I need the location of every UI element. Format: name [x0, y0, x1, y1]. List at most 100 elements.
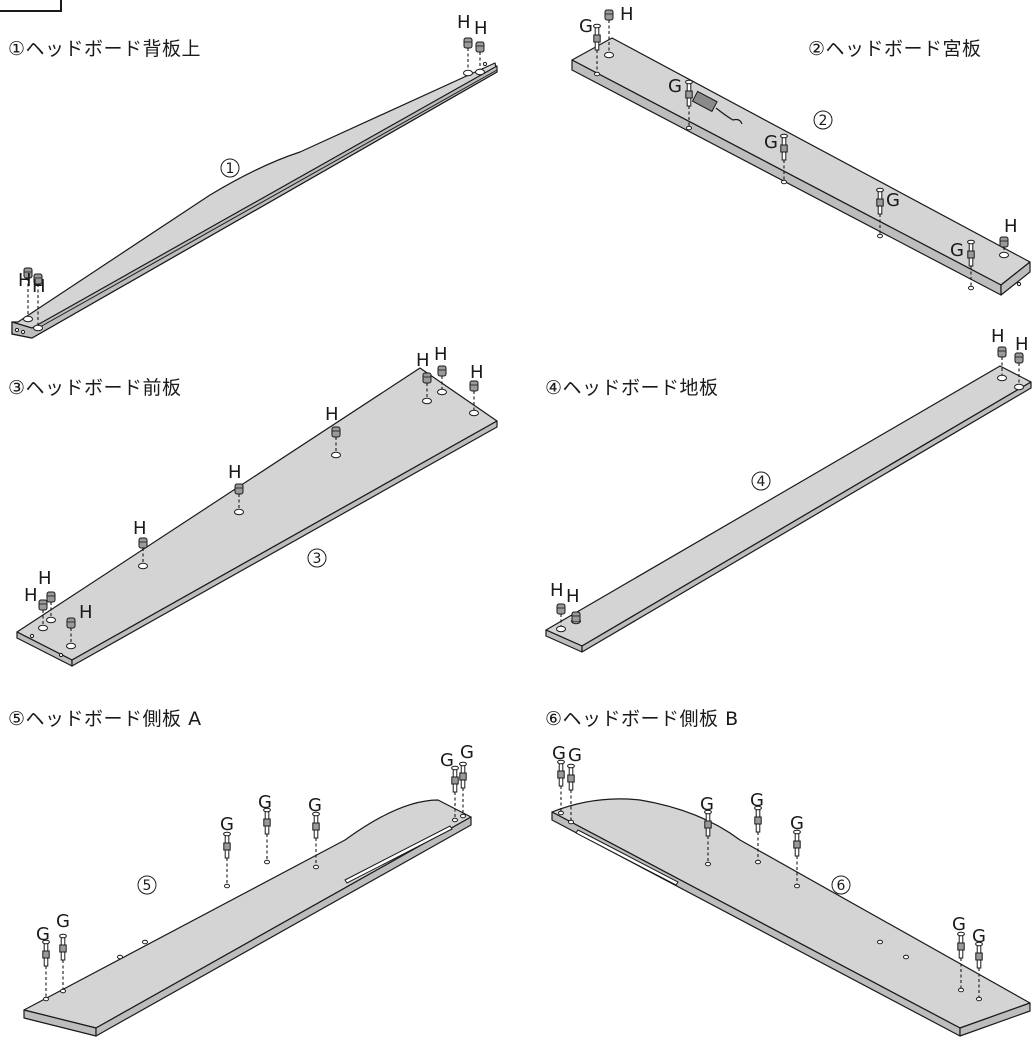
cam-nut-h-label: H: [566, 586, 580, 607]
cam-nut-h-label: H: [434, 344, 448, 365]
cam-nut-h-label: H: [79, 602, 93, 623]
panel-1-title: ①ヘッドボード背板上: [8, 38, 202, 60]
cam-nut-h-label: H: [457, 12, 471, 33]
cam-nut-h-icon: [1014, 352, 1024, 391]
svg-text:2: 2: [819, 113, 828, 129]
bolt-g-icon: [557, 759, 565, 816]
cam-nut-h-icon: [138, 537, 148, 570]
extra-holes-layer: [117, 939, 909, 960]
cam-nut-h-icon: [23, 267, 33, 323]
part-number-6: 6: [831, 875, 851, 895]
bolt-g-label: G: [579, 16, 593, 37]
cam-nut-h-icon: [604, 9, 614, 59]
svg-text:5: 5: [143, 878, 152, 894]
bolt-g-icon: [59, 933, 67, 994]
cam-nut-h-icon: [437, 365, 447, 396]
cam-nut-h-label: H: [1004, 216, 1018, 237]
part-1-back-panel-top: [11, 61, 498, 339]
bolt-g-label: G: [440, 750, 454, 771]
cam-nut-h-icon: [46, 591, 56, 624]
part-number-5: 5: [137, 875, 157, 895]
cam-nut-h-icon: [469, 380, 479, 417]
bolt-g-label: G: [972, 926, 986, 947]
part-number-2: 2: [813, 110, 833, 130]
bolt-g-label: G: [700, 794, 714, 815]
part-number-3: 3: [307, 548, 327, 568]
bolt-g-icon: [975, 941, 983, 1002]
cam-nut-h-icon: [422, 372, 432, 405]
bolt-g-label: G: [790, 813, 804, 834]
part-number-4: 4: [751, 471, 771, 491]
cam-nut-h-icon: [38, 599, 48, 632]
panel-3-title: ③ヘッドボード前板: [8, 377, 182, 399]
bolt-g-label: G: [460, 742, 474, 763]
pre-drilled-hole: [877, 939, 883, 945]
pre-drilled-hole: [142, 939, 148, 945]
cam-nut-h-icon: [999, 236, 1009, 259]
part-3-front-panel: [16, 367, 498, 667]
cam-nut-h-icon: [997, 346, 1007, 382]
pre-drilled-hole: [903, 954, 909, 960]
bolt-g-label: G: [886, 190, 900, 211]
bolt-g-label: G: [764, 132, 778, 153]
cam-nut-h-icon: [571, 611, 581, 625]
cam-nut-h-icon: [556, 603, 566, 633]
cam-nut-h-label: H: [325, 404, 339, 425]
bolt-g-icon: [451, 765, 459, 823]
bolt-g-label: G: [950, 240, 964, 261]
cam-nut-h-label: H: [416, 350, 430, 371]
part-5-side-panel-a: [23, 799, 472, 1037]
bolt-g-icon: [593, 23, 601, 77]
svg-text:1: 1: [226, 161, 235, 177]
cam-nut-h-label: H: [550, 580, 564, 601]
cam-nut-h-icon: [331, 426, 341, 459]
bolt-g-label: G: [568, 745, 582, 766]
bolt-g-icon: [793, 829, 801, 889]
bolt-g-icon: [567, 763, 575, 825]
bolt-g-icon: [967, 239, 975, 291]
cam-nut-h-label: H: [1015, 334, 1029, 355]
bolt-g-icon: [42, 939, 50, 1002]
cam-nut-h-label: H: [24, 585, 38, 606]
bolt-g-label: G: [952, 914, 966, 935]
cam-nut-h-icon: [66, 617, 76, 650]
svg-text:4: 4: [757, 474, 766, 490]
cam-nut-h-icon: [33, 273, 43, 332]
part-4-bottom-panel: [545, 365, 1032, 653]
panel-4-title: ④ヘッドボード地板: [545, 377, 719, 399]
bolt-g-label: G: [308, 795, 322, 816]
part-2-shelf-panel: [571, 37, 1031, 296]
bolt-g-label: G: [220, 814, 234, 835]
bolt-g-icon: [704, 809, 712, 867]
panel-6-title: ⑥ヘッドボード側板 B: [545, 708, 739, 730]
bolt-g-icon: [876, 187, 884, 239]
bolt-g-label: G: [668, 76, 682, 97]
cam-nut-h-label: H: [32, 276, 46, 297]
bolt-g-icon: [223, 831, 231, 889]
svg-text:6: 6: [837, 878, 846, 894]
bolt-g-icon: [685, 79, 693, 131]
part-number-1: 1: [220, 158, 240, 178]
bolt-g-label: G: [36, 924, 50, 945]
cam-nut-h-label: H: [620, 4, 634, 25]
panel-5-title: ⑤ヘッドボード側板 A: [8, 708, 202, 730]
svg-text:3: 3: [313, 551, 322, 567]
bolt-g-icon: [957, 931, 965, 993]
cam-nut-h-label: H: [18, 270, 32, 291]
bolt-g-icon: [263, 807, 271, 865]
bolt-g-icon: [780, 133, 788, 185]
corner-frame: [0, 0, 62, 12]
cam-nut-h-label: H: [133, 518, 147, 539]
cam-nut-h-icon: [234, 483, 244, 516]
cam-nut-h-label: H: [38, 568, 52, 589]
cam-nut-h-label: H: [470, 362, 484, 383]
cam-nut-h-label: H: [228, 462, 242, 483]
bolt-g-label: G: [552, 743, 566, 764]
bolt-g-icon: [459, 761, 467, 819]
bolt-g-label: G: [258, 792, 272, 813]
bolt-g-label: G: [750, 790, 764, 811]
panel-2-title: ②ヘッドボード宮板: [808, 38, 982, 60]
fastener-layer: [23, 9, 1024, 1002]
